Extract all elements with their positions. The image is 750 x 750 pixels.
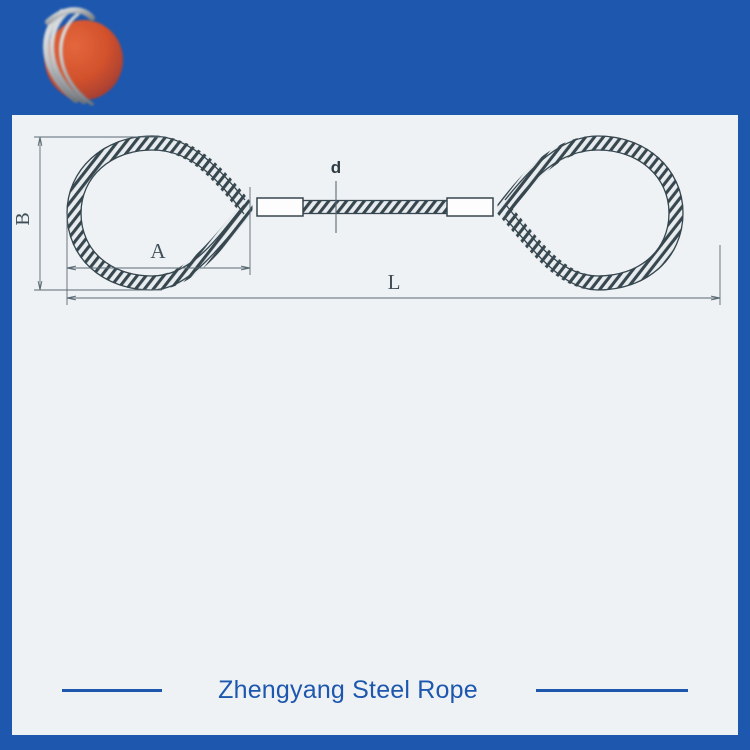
right-ferrule (446, 197, 494, 217)
left-eye-loop (66, 135, 253, 291)
left-ferrule (256, 197, 304, 217)
footer-divider-right (535, 688, 688, 692)
dimension-label-B: B (12, 212, 34, 225)
rope-body (301, 199, 449, 215)
dimension-B (34, 136, 162, 291)
header-band (0, 0, 750, 115)
right-eye-loop (497, 135, 684, 291)
footer-brand-text: Zhengyang Steel Rope (218, 675, 478, 704)
logo-swoosh-rings (43, 7, 95, 106)
footer-divider-left (62, 688, 163, 692)
dimension-label-d: d (331, 158, 341, 177)
dimension-label-L: L (388, 270, 401, 294)
dimension-L (66, 245, 721, 305)
wire-rope-sling-diagram: B A d L (12, 135, 721, 305)
diagram-canvas: B A d L Zhengyang Steel Rope (12, 115, 738, 735)
logo-sphere (45, 20, 123, 100)
dimension-label-A: A (150, 239, 166, 263)
globe-swoosh-logo (43, 7, 123, 106)
footer-brand-bar: Zhengyang Steel Rope (12, 660, 738, 720)
dimension-A (66, 187, 251, 275)
